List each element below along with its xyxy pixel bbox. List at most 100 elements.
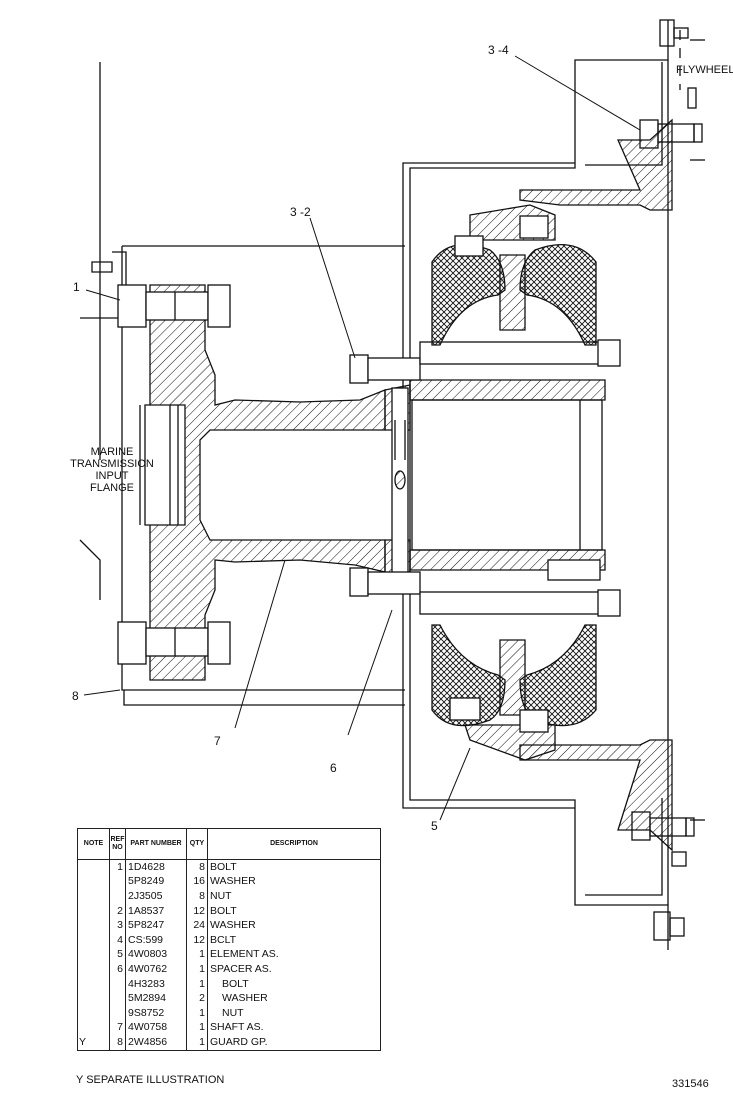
parts-list-table: NOTE REF NO PART NUMBER QTY DESCRIPTION … — [77, 828, 381, 1051]
cell-ref — [109, 874, 126, 890]
mtif-line-3: INPUT — [95, 470, 129, 482]
header-qty: QTY — [186, 828, 208, 860]
marine-transmission-input-flange-label: MARINE TRANSMISSION INPUT FLANGE — [62, 446, 162, 494]
cell-ref: 2 — [109, 903, 126, 919]
cell-desc: SHAFT AS. — [207, 1020, 381, 1036]
cell-qty: 12 — [186, 932, 208, 948]
cell-qty: 1 — [186, 1035, 208, 1051]
cell-part: 4W0803 — [125, 947, 187, 963]
cell-qty: 12 — [186, 903, 208, 919]
cell-ref — [109, 976, 126, 992]
cell-ref: 7 — [109, 1020, 126, 1036]
spacer-hub — [384, 379, 606, 586]
cell-qty: 1 — [186, 947, 208, 963]
mtif-line-2: TRANSMISSION — [70, 458, 154, 470]
header-description: DESCRIPTION — [207, 828, 381, 860]
header-part-number: PART NUMBER — [125, 828, 187, 860]
cell-note — [77, 962, 110, 977]
cell-qty: 1 — [186, 1005, 208, 1021]
callout-8: 8 — [72, 689, 79, 703]
cell-ref — [109, 1005, 126, 1021]
spacer-bolt-lower — [349, 559, 621, 617]
cell-note: Y — [77, 1035, 110, 1051]
callout-1: 1 — [73, 280, 80, 294]
mtif-line-1: MARINE — [90, 446, 134, 458]
cell-note — [77, 1005, 110, 1021]
cell-note — [77, 1020, 110, 1036]
cell-part: 5P8247 — [125, 918, 187, 933]
cell-desc: WASHER — [207, 874, 381, 890]
cell-desc: GUARD GP. — [207, 1035, 381, 1051]
cell-qty: 24 — [186, 918, 208, 933]
mtif-line-4: FLANGE — [89, 482, 134, 494]
guard-group — [79, 62, 405, 706]
cell-desc: SPACER AS. — [207, 962, 381, 977]
cell-qty: 8 — [186, 859, 208, 875]
cell-note — [77, 976, 110, 992]
cell-part: 1D4628 — [125, 859, 187, 875]
cell-desc: WASHER — [207, 918, 381, 933]
callout-3-2: 3 -2 — [290, 205, 311, 219]
cell-desc: BOLT — [207, 903, 381, 919]
header-ref: REF NO — [109, 828, 126, 860]
cell-note — [77, 947, 110, 963]
rubber-element-upper — [431, 204, 597, 346]
cell-desc: BOLT — [207, 976, 381, 992]
header-note: NOTE — [77, 828, 110, 860]
cell-part: 1A8537 — [125, 903, 187, 919]
cell-ref — [109, 991, 126, 1006]
flange-bolt-bottom — [117, 621, 231, 665]
cell-part: 2W4856 — [125, 1035, 187, 1051]
cell-part: 2J3505 — [125, 889, 187, 904]
cell-desc: NUT — [207, 1005, 381, 1021]
cell-ref: 1 — [109, 859, 126, 875]
cell-ref: 4 — [109, 932, 126, 948]
cell-note — [77, 859, 110, 875]
cell-note — [77, 874, 110, 890]
cell-desc: NUT — [207, 889, 381, 904]
footnote: Y SEPARATE ILLUSTRATION — [76, 1074, 225, 1086]
flange-bolt-top — [117, 284, 231, 328]
cell-ref: 6 — [109, 962, 126, 977]
cell-note — [77, 903, 110, 919]
cell-part: 5M2894 — [125, 991, 187, 1006]
cell-note — [77, 918, 110, 933]
illustration-number: 331546 — [672, 1078, 709, 1090]
cell-ref: 8 — [109, 1035, 126, 1051]
flywheel-bolts-top — [639, 19, 703, 149]
cell-qty: 1 — [186, 976, 208, 992]
cell-part: 9S8752 — [125, 1005, 187, 1021]
flywheel-label: FLYWHEEL — [676, 64, 733, 76]
flywheel-bolts-bottom — [631, 811, 695, 941]
rubber-element-lower — [431, 624, 597, 761]
transmission-input-flange — [139, 284, 386, 681]
callout-3-4: 3 -4 — [488, 43, 509, 57]
cell-note — [77, 889, 110, 904]
callout-leaders — [83, 55, 641, 821]
cell-part: CS:599 — [125, 932, 187, 948]
cell-desc: BCLT — [207, 932, 381, 948]
cell-qty: 8 — [186, 889, 208, 904]
cell-part: 4W0762 — [125, 962, 187, 977]
spacer-bolt-upper — [349, 339, 621, 384]
cell-qty: 2 — [186, 991, 208, 1006]
cell-ref: 5 — [109, 947, 126, 963]
callout-5: 5 — [431, 819, 438, 833]
cell-qty: 1 — [186, 962, 208, 977]
cell-desc: BOLT — [207, 859, 381, 875]
